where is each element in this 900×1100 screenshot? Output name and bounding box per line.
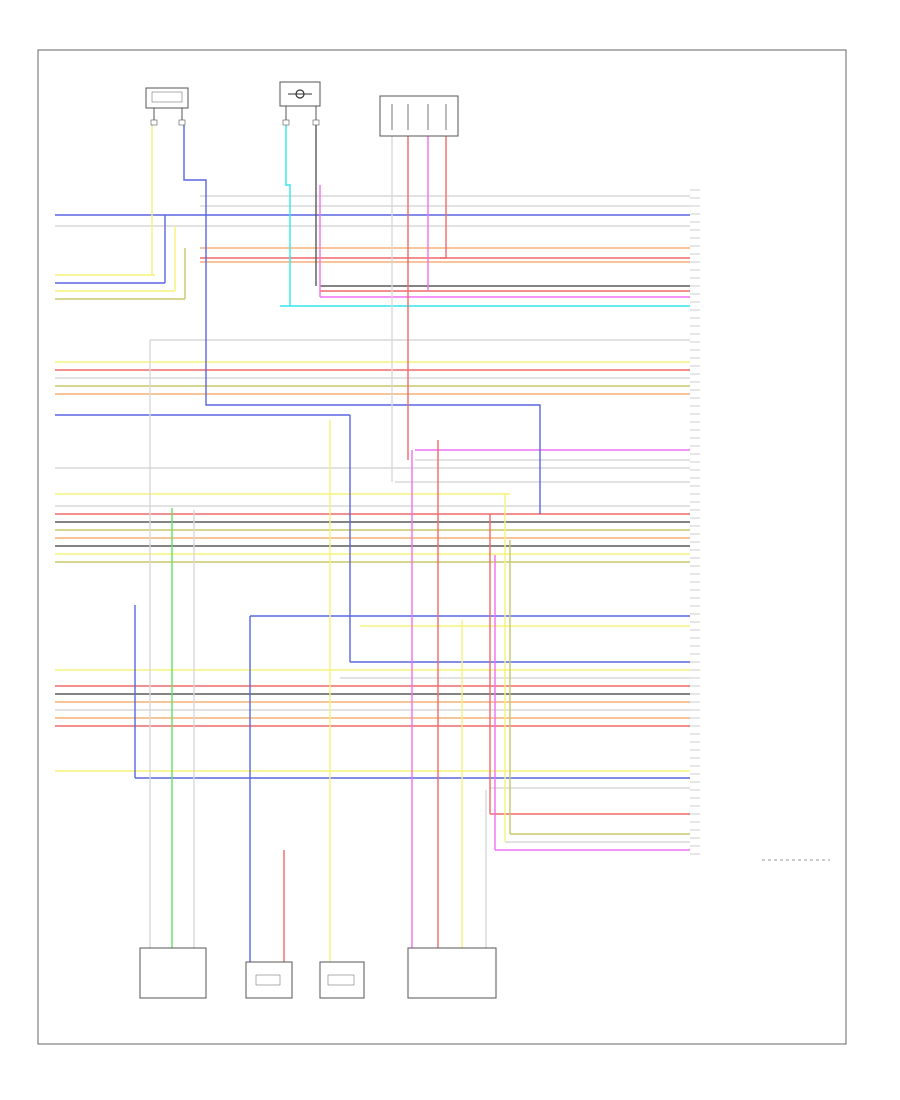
wire-v-comp1-b: [183, 125, 541, 514]
diagram-frame: [37, 49, 847, 1045]
wire-layer: [55, 125, 690, 962]
module-connector-pins: [690, 189, 700, 855]
component-top-1: [145, 87, 189, 126]
component-bottom-3: [319, 961, 365, 999]
component-top-3: [379, 95, 459, 137]
wire-v-comp2-a: [285, 125, 291, 306]
wire-v-comp3-d: [440, 136, 447, 259]
component-top-2: [279, 81, 321, 126]
component-bottom-2: [245, 961, 293, 999]
component-bottom-1: [139, 947, 207, 999]
component-bottom-4: [407, 947, 497, 999]
